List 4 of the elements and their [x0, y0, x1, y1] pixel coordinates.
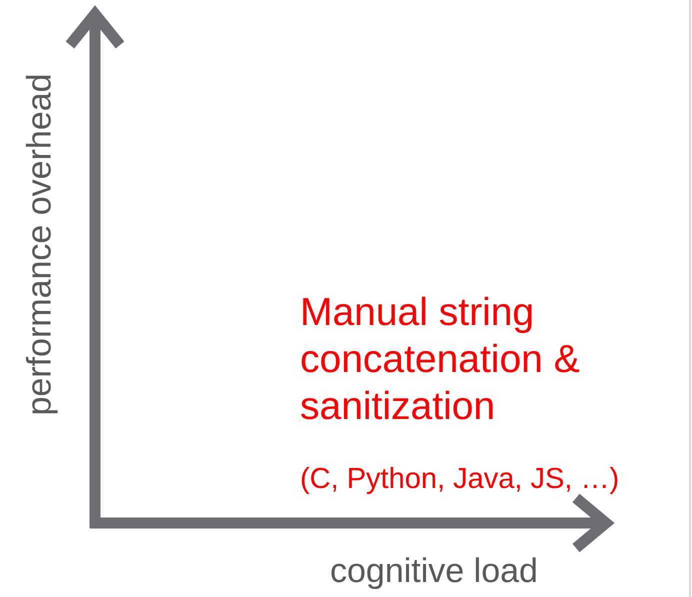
- axis-label: performance overhead: [20, 72, 60, 418]
- annotation-text: Manual string concatenation & sanitization: [300, 290, 581, 430]
- axis-label: cognitive load: [330, 552, 538, 591]
- annotation-note: (C, Python, Java, JS, …): [300, 463, 620, 496]
